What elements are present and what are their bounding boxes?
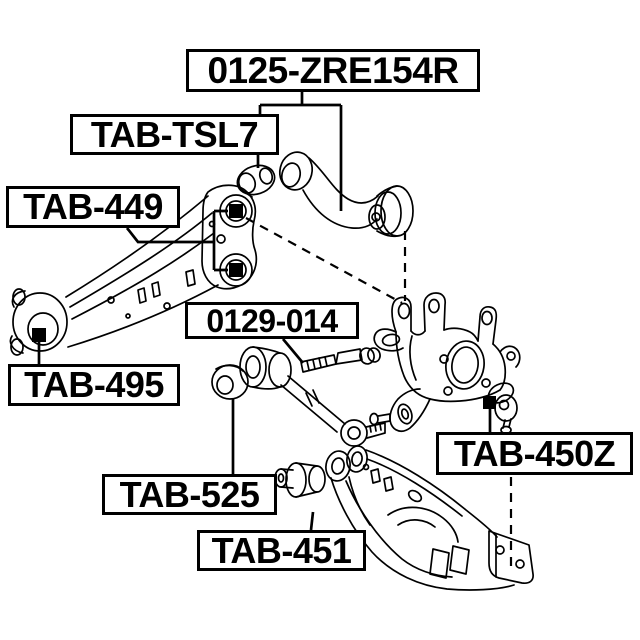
pointer-square-tab-450z: [483, 396, 496, 409]
part-label-0125-zre154r: 0125-ZRE154R: [186, 49, 480, 92]
pointer-square-tab-495: [32, 328, 46, 342]
part-label-tab-tsl7: TAB-TSL7: [70, 114, 279, 155]
part-label-tab-451: TAB-451: [197, 530, 366, 571]
steering-knuckle-drawing: [369, 292, 507, 433]
leader-0129-014: [281, 338, 305, 364]
part-label-tab-449: TAB-449: [6, 186, 180, 228]
bolt-0129-014-drawing: [300, 347, 381, 373]
dashed-line-bracket-to-knuckle: [245, 217, 403, 304]
pointer-square-tab-449-upper: [229, 204, 243, 218]
part-label-0129-014: 0129-014: [185, 302, 359, 339]
part-label-tab-525: TAB-525: [102, 474, 277, 515]
leader-lines: [37, 91, 492, 531]
part-label-tab-450z: TAB-450Z: [436, 432, 633, 475]
upper-control-arm-drawing: [278, 151, 414, 238]
bushing-tab-451-drawing: [274, 462, 326, 498]
pointer-squares: [32, 204, 496, 409]
bushing-tab-525-drawing: [211, 364, 249, 400]
part-label-tab-495: TAB-495: [8, 364, 180, 406]
lower-control-arm-drawing: [325, 445, 534, 591]
assembly-dashed-lines: [245, 217, 513, 570]
leader-tab-449: [125, 209, 228, 272]
pointer-square-tab-449-lower: [229, 263, 243, 277]
bushing-tab-tsl7-drawing: [236, 164, 276, 198]
leader-0125-zre154r: [258, 91, 343, 211]
leader-tab-451: [309, 511, 315, 531]
